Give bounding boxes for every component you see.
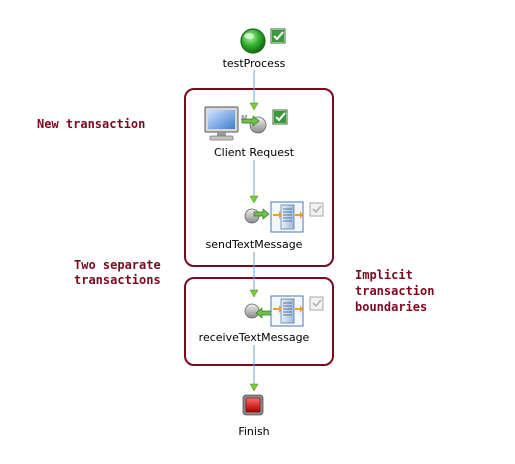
receive-message-label: receiveTextMessage: [198, 331, 310, 344]
annotation-implicit-line2: transaction: [355, 284, 435, 298]
connector-send-receive: [249, 252, 259, 298]
end-event-icon[interactable]: [242, 394, 264, 416]
checkbox-icon[interactable]: [309, 202, 324, 217]
annotation-new-transaction: New transaction: [37, 117, 146, 131]
send-message-label: sendTextMessage: [205, 238, 303, 251]
connector-receive-finish: [249, 345, 259, 392]
invoke-icon[interactable]: [270, 201, 304, 233]
start-event-label: testProcess: [222, 57, 286, 70]
svg-text:M: M: [241, 114, 247, 122]
annotation-implicit-line1: Implicit: [355, 268, 413, 282]
checkbox-icon[interactable]: [272, 109, 288, 125]
finish-label: Finish: [238, 425, 270, 438]
transaction-boundary-top: [184, 88, 334, 267]
receive-message-icon[interactable]: [244, 303, 272, 319]
checkbox-icon[interactable]: [270, 28, 286, 44]
start-event-icon[interactable]: [240, 28, 266, 54]
receive-arrow-icon[interactable]: M: [241, 114, 267, 134]
annotation-two-separate-line2: transactions: [74, 273, 161, 287]
annotation-implicit-line3: boundaries: [355, 300, 428, 314]
transaction-boundary-bottom: [184, 277, 334, 366]
connector-client-send: [249, 160, 259, 204]
monitor-icon[interactable]: [204, 106, 239, 141]
send-message-icon[interactable]: [244, 208, 270, 224]
client-request-label: Client Request: [213, 146, 295, 159]
checkbox-icon[interactable]: [309, 296, 324, 311]
connector-start-client: [249, 70, 259, 111]
annotation-two-separate-line1: Two separate: [74, 258, 161, 272]
invoke-icon[interactable]: [270, 295, 304, 327]
